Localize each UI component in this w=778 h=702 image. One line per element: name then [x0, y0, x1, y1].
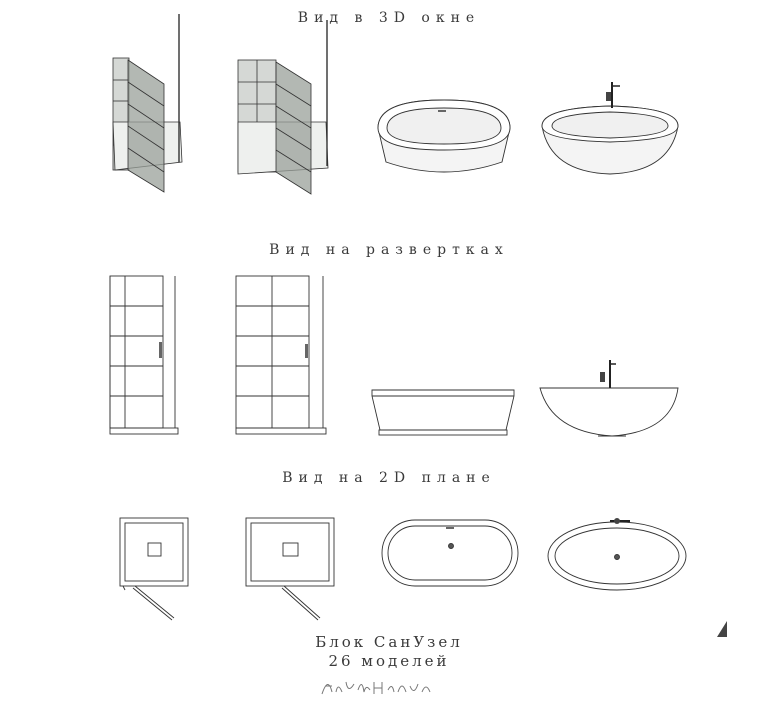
section-heading-elevations: Вид на развертках	[269, 242, 509, 258]
shower-enclosure-3d-left	[112, 14, 183, 193]
section-heading-3d: Вид в 3D окне	[297, 10, 481, 26]
section-heading-2d-plan: Вид на 2D плане	[282, 470, 496, 486]
bathtub-elevation-freestanding	[539, 360, 679, 437]
shower-enclosure-3d-right	[237, 20, 329, 195]
bathtub-plan-freestanding	[547, 518, 687, 591]
shower-enclosure-plan-left	[119, 517, 189, 621]
shower-enclosure-plan-right	[245, 517, 335, 621]
shower-enclosure-elevation-right	[235, 275, 327, 435]
signature-logo	[321, 681, 431, 695]
bathtub-3d-oval	[377, 99, 511, 173]
shower-enclosure-elevation-left	[109, 275, 179, 435]
bathtub-elevation-oval	[371, 389, 515, 436]
corner-marker-icon	[717, 621, 727, 637]
bathtub-3d-freestanding	[541, 82, 679, 175]
footer-title: Блок СанУзел	[315, 633, 463, 651]
bathtub-plan-oval	[381, 519, 519, 587]
footer-model-count: 26 моделей	[328, 652, 450, 670]
